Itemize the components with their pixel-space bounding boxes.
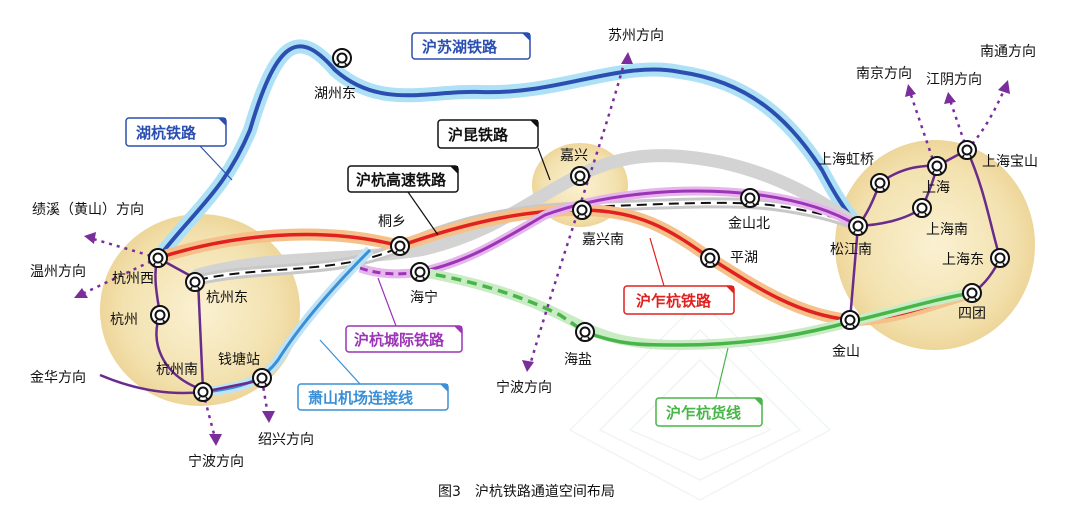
station-label-jinshan: 金山 (832, 344, 860, 360)
direction-arrowheads (74, 52, 1010, 446)
hukun-line (191, 149, 865, 282)
callout-hhgs-label: 沪杭高速铁路 (356, 171, 447, 189)
station-label-shanghai-hongqiao: 上海虹桥 (818, 152, 874, 168)
freight-line (419, 267, 973, 351)
callout-hzh-label: 沪乍杭铁路 (636, 292, 712, 310)
station-label-tongxiang: 桐乡 (378, 214, 406, 230)
station-label-jiaxing: 嘉兴 (560, 148, 588, 164)
callout-hzh: 沪乍杭铁路 (623, 237, 735, 315)
station-label-songjiang-nan: 松江南 (830, 242, 872, 258)
callout-freight: 沪乍杭货线 (655, 347, 763, 427)
station-label-hangzhou-nan: 杭州南 (156, 362, 198, 378)
xiaoshan-line (204, 246, 374, 397)
station-label-hangzhou: 杭州 (110, 312, 138, 328)
station-label-huzhou-dong: 湖州东 (314, 86, 356, 102)
station-label-jinshan-bei: 金山北 (728, 216, 770, 232)
callout-xiaoshan-label: 萧山机场连接线 (308, 389, 413, 407)
direction-label-nantong: 南通方向 (980, 44, 1036, 60)
station-label-hangzhou-dong: 杭州东 (206, 290, 248, 306)
direction-label-wenzhou: 温州方向 (30, 264, 86, 280)
station-label-pinghu: 平湖 (730, 250, 758, 266)
callout-hcj-label: 沪杭城际铁路 (354, 331, 445, 349)
direction-label-nanjing: 南京方向 (856, 66, 912, 82)
callout-husuhu-label: 沪苏湖铁路 (422, 38, 498, 56)
station-label-haiyan: 海盐 (564, 352, 592, 368)
direction-label-shaoxing: 绍兴方向 (258, 432, 314, 448)
figure-caption: 图3 沪杭铁路通道空间布局 (438, 484, 615, 500)
callout-huhang: 湖杭铁路 (125, 117, 233, 181)
callout-hcj: 沪杭城际铁路 (345, 277, 463, 353)
callout-hhgs: 沪杭高速铁路 (347, 165, 459, 236)
station-label-shanghai-dong: 上海东 (942, 252, 984, 268)
direction-label-jinhua: 金华方向 (30, 370, 86, 386)
station-label-haining: 海宁 (410, 289, 438, 306)
callout-husuhu: 沪苏湖铁路 (411, 32, 531, 60)
callout-freight-label: 沪乍杭货线 (666, 404, 741, 422)
callout-hukun-label: 沪昆铁路 (448, 126, 509, 144)
station-label-shanghai-nan: 上海南 (926, 222, 968, 238)
shanghai-hub-area (835, 140, 1035, 350)
station-label-qiantang: 钱塘站 (218, 352, 260, 368)
callout-hukun: 沪昆铁路 (437, 119, 551, 181)
station-label-shanghai-baoshan: 上海宝山 (982, 154, 1038, 170)
station-label-situan: 四团 (958, 306, 986, 322)
callout-huhang-label: 湖杭铁路 (136, 124, 197, 142)
station-label-jiaxing-nan: 嘉兴南 (582, 232, 624, 248)
direction-label-ningbo-mid: 宁波方向 (496, 379, 552, 396)
direction-label-jiangyin: 江阴方向 (926, 72, 982, 88)
direction-label-jixi: 绩溪（黄山）方向 (32, 201, 144, 218)
direction-label-suzhou: 苏州方向 (608, 28, 664, 44)
station-label-shanghai: 上海 (922, 180, 950, 196)
husuhu-line (151, 39, 865, 265)
station-label-hangzhou-xi: 杭州西 (112, 271, 154, 287)
callout-xiaoshan: 萧山机场连接线 (297, 339, 449, 411)
direction-label-ningbo-left: 宁波方向 (188, 453, 244, 470)
